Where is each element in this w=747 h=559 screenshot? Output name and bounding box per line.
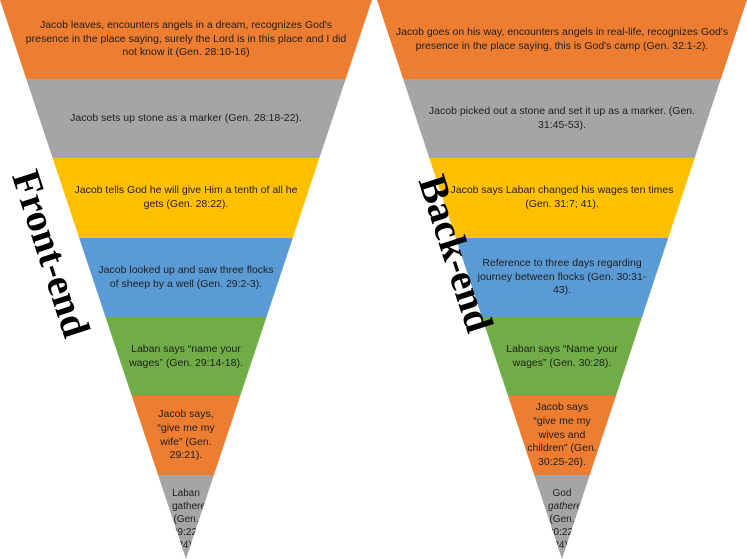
right-funnel-band-1: Jacob goes on his way, encounters angels… xyxy=(377,0,747,79)
right-funnel-band-7: God gathered (Gen. 30:22-24). xyxy=(534,475,590,559)
left-funnel-band-7-text: Laban gathered (Gen. 29:22-24). xyxy=(171,487,212,551)
right-funnel-band-7-text-before: God xyxy=(552,487,572,499)
right-funnel-band-5-text: Laban says “Name your wages” (Gen. 30:28… xyxy=(506,342,618,369)
left-funnel-band-2: Jacob sets up stone as a marker (Gen. 28… xyxy=(26,79,346,158)
right-funnel-band-2-text: Jacob picked out a stone and set it up a… xyxy=(428,104,696,131)
right-funnel-band-4: Reference to three days regarding journe… xyxy=(455,238,669,317)
left-funnel-band-4: Jacob looked up and saw three flocks of … xyxy=(79,238,293,317)
left-funnel-band-5-text: Laban says “name your wages” (Gen. 29:14… xyxy=(129,342,243,369)
left-funnel-band-3: Jacob tells God he will give Him a tenth… xyxy=(52,158,320,238)
left-funnel-band-1-text: Jacob leaves, encounters angels in a dre… xyxy=(25,19,347,59)
left-funnel-band-3-text: Jacob tells God he will give Him a tenth… xyxy=(74,184,298,210)
right-funnel-band-6: Jacob says “give me my wives and childre… xyxy=(508,396,616,475)
left-funnel-band-7: Laban gathered (Gen. 29:22-24). xyxy=(158,475,214,559)
right-funnel-band-7-text: God gathered (Gen. 30:22-24). xyxy=(547,483,587,552)
left-funnel-band-5: Laban says “name your wages” (Gen. 29:14… xyxy=(105,317,267,396)
left-funnel-band-6-text: Jacob says, “give me my wife” (Gen. 29:2… xyxy=(157,408,215,462)
right-funnel-band-7-text-emphasis: gathered xyxy=(547,500,588,512)
right-funnel-band-3: Jacob says Laban changed his wages ten t… xyxy=(429,158,695,238)
right-funnel-band-7-text-after: (Gen. 30:22-24). xyxy=(547,513,577,551)
right-funnel-band-3-text: Jacob says Laban changed his wages ten t… xyxy=(450,184,674,210)
left-funnel-band-6: Jacob says, “give me my wife” (Gen. 29:2… xyxy=(131,396,241,475)
left-funnel-band-2-text: Jacob sets up stone as a marker (Gen. 28… xyxy=(70,111,302,124)
right-funnel-band-5: Laban says “Name your wages” (Gen. 30:28… xyxy=(481,317,643,396)
right-funnel-band-1-text: Jacob goes on his way, encounters angels… xyxy=(395,25,729,52)
back-end-funnel: Jacob goes on his way, encounters angels… xyxy=(377,0,747,559)
left-funnel-band-1: Jacob leaves, encounters angels in a dre… xyxy=(0,0,372,79)
front-end-funnel: Jacob leaves, encounters angels in a dre… xyxy=(0,0,372,559)
right-funnel-band-2: Jacob picked out a stone and set it up a… xyxy=(403,79,721,158)
right-funnel-band-6-text: Jacob says “give me my wives and childre… xyxy=(527,401,597,468)
right-funnel-band-4-text: Reference to three days regarding journe… xyxy=(477,257,647,297)
left-funnel-band-4-text: Jacob looked up and saw three flocks of … xyxy=(98,263,274,290)
